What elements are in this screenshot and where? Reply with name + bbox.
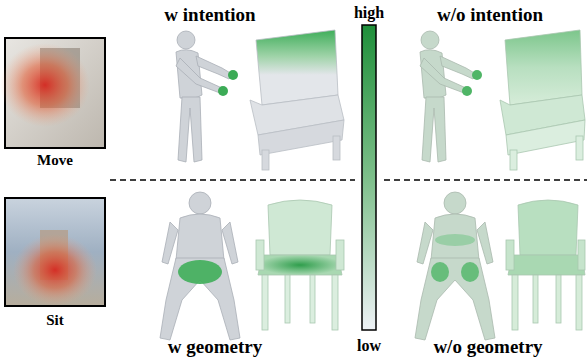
column-heading: w/o intention [437, 5, 543, 24]
column-heading: w/o geometry [433, 337, 542, 356]
column-heading: w intention [164, 5, 255, 24]
scale-label: high [354, 5, 384, 21]
image-caption: Move [37, 153, 73, 168]
image-caption: Sit [46, 313, 64, 328]
column-heading: w geometry [168, 337, 262, 356]
scale-label: low [357, 338, 381, 354]
